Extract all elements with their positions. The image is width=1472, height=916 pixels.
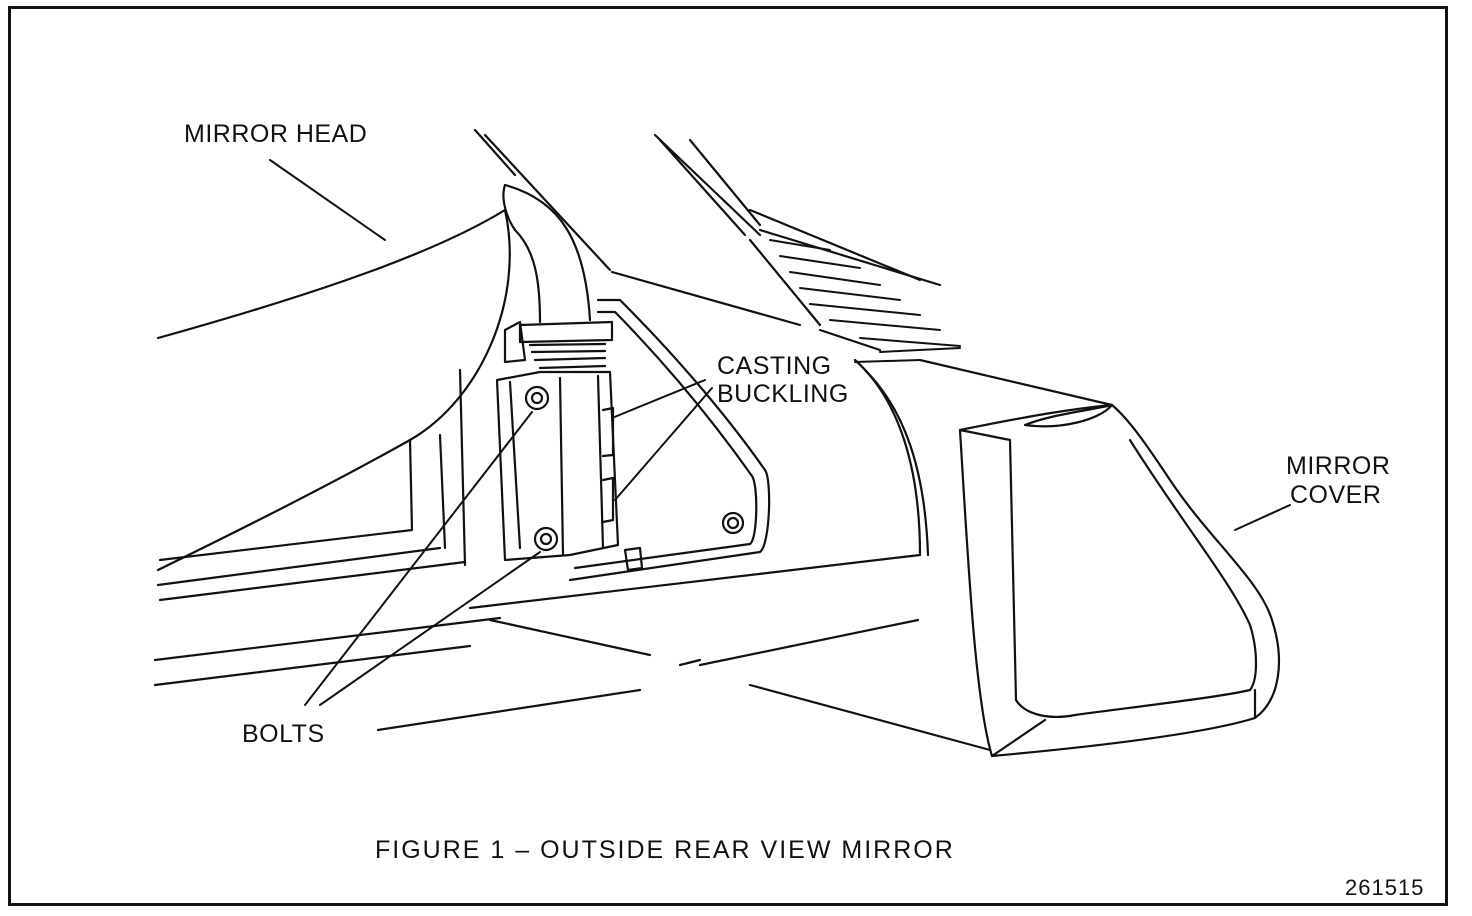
leader-bolts-2	[319, 551, 541, 706]
figure-number: 261515	[1345, 875, 1425, 900]
figure-frame	[8, 6, 1448, 906]
figure-caption: FIGURE 1 – OUTSIDE REAR VIEW MIRROR	[375, 836, 955, 864]
leader-mirror-cover	[1234, 504, 1291, 531]
mount-block	[495, 370, 620, 562]
leader-casting-2	[614, 387, 713, 501]
label-cover: COVER	[1290, 481, 1382, 509]
base-casting	[853, 358, 930, 557]
mirror-head-shape	[156, 208, 511, 602]
label-casting: CASTING	[717, 352, 832, 380]
leader-casting-1	[611, 379, 706, 419]
mirror-cover-shape	[918, 358, 1281, 758]
leader-bolts-1	[304, 411, 533, 706]
leader-mirror-head	[269, 159, 386, 241]
cable-grommet	[502, 183, 614, 370]
label-bolts: BOLTS	[242, 720, 325, 748]
label-mirror-head: MIRROR HEAD	[184, 120, 368, 148]
door-panel-lines	[153, 128, 992, 752]
leader-casting-3	[854, 359, 921, 363]
label-mirror: MIRROR	[1286, 452, 1391, 480]
leader-lines	[269, 159, 1291, 706]
bracket-plate	[568, 298, 771, 582]
glass-hatching	[769, 239, 961, 353]
label-buckling: BUCKLING	[717, 380, 849, 408]
